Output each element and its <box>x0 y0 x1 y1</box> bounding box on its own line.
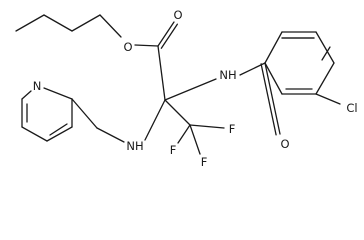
ester-o-carbon-bond <box>134 44 159 47</box>
amide-carbonyl-double-bond <box>260 63 277 136</box>
ester-o-bond <box>99 14 122 38</box>
ch2-ring-bond <box>71 98 98 129</box>
benzene-bond <box>264 31 283 64</box>
pyridine-inner-bond <box>49 123 68 136</box>
amide-carbonyl-oxygen: O <box>280 137 289 151</box>
atom-labels: O O NH O Cl N NH F F F <box>33 8 358 169</box>
c-f-bond <box>189 124 201 155</box>
c-f-bond <box>177 124 191 144</box>
pyridine-bond <box>21 90 32 100</box>
ethyl-bond <box>43 14 73 32</box>
amine-n-bond <box>144 99 166 141</box>
ethyl-bond <box>15 14 45 32</box>
ester-ether-oxygen: O <box>123 40 132 54</box>
ester-carbonyl-double-bond <box>157 21 175 47</box>
c-cl-bond <box>315 93 341 105</box>
fluorine-right: F <box>229 122 236 136</box>
benzene-bond <box>315 31 335 64</box>
benzene-bond <box>264 62 283 95</box>
amide-n-bond <box>164 78 217 101</box>
benzene-bond <box>315 62 335 95</box>
pyridine-bond <box>21 126 48 142</box>
amide-carbonyl-double-bond <box>264 62 281 135</box>
c-f-bond <box>189 124 225 129</box>
cf3-bond <box>164 99 191 126</box>
pyridine-nitrogen: N <box>33 79 42 93</box>
amine-nh: NH <box>126 139 143 153</box>
ch2-n-bond <box>96 127 125 143</box>
amide-nh: NH <box>219 68 236 82</box>
bonds <box>15 14 341 155</box>
pyridine-bond <box>43 87 73 100</box>
alpha-carbon-bond <box>157 45 166 101</box>
chlorine-atom: Cl <box>346 101 357 115</box>
chemical-structure: O O NH O Cl N NH F F F <box>15 8 358 169</box>
ester-carbonyl-double-bond <box>160 23 178 49</box>
ester-carbonyl-oxygen: O <box>173 8 182 22</box>
fluorine-left: F <box>170 143 177 157</box>
benzene-inner-bond <box>321 46 331 61</box>
fluorine-middle: F <box>201 155 208 169</box>
pyridine-bond <box>46 126 73 142</box>
ethyl-bond <box>71 14 101 32</box>
